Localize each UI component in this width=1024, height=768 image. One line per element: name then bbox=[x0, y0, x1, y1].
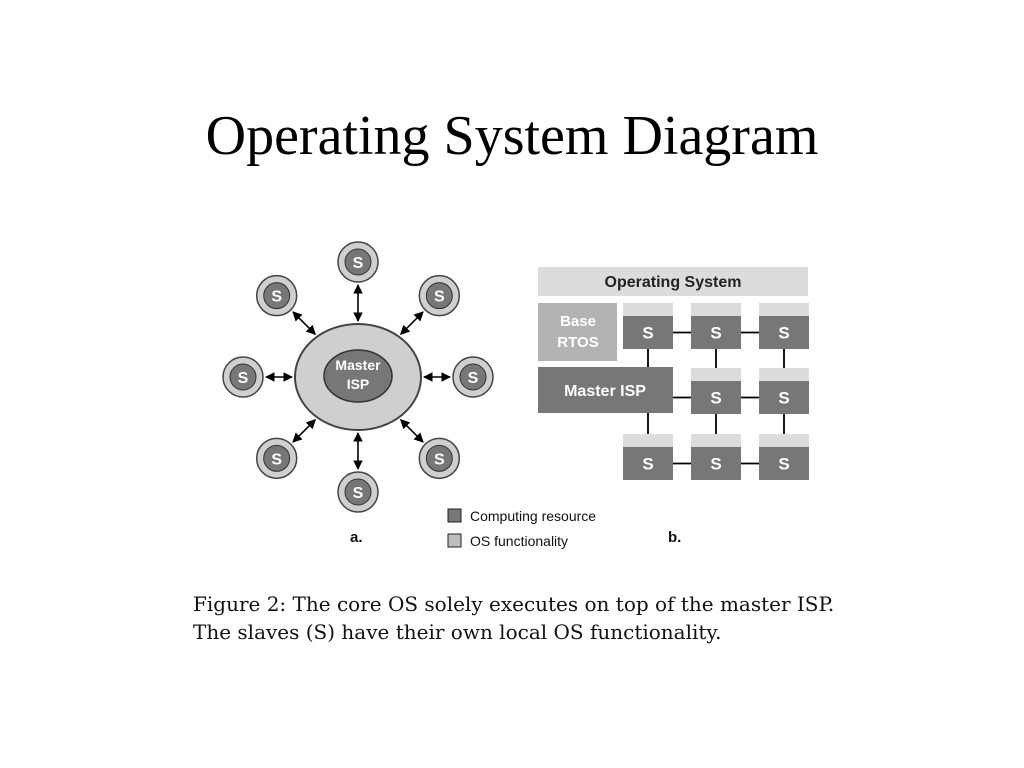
slave-tile: S bbox=[691, 368, 741, 414]
slave-compute-box bbox=[759, 381, 809, 414]
slave-arrow bbox=[399, 418, 424, 443]
slave-compute-box bbox=[623, 447, 673, 480]
os-band-label: Operating System bbox=[605, 274, 742, 291]
slave-label: S bbox=[434, 451, 445, 468]
legend: Computing resource OS functionality bbox=[447, 508, 596, 549]
master-label-line2: ISP bbox=[347, 376, 370, 392]
slave-tile-label: S bbox=[778, 324, 789, 343]
legend-swatch-os bbox=[447, 533, 462, 548]
slave-label: S bbox=[468, 370, 479, 387]
slave-os-band bbox=[623, 303, 673, 316]
slave-tile: S bbox=[623, 434, 673, 480]
slave-tile: S bbox=[691, 303, 741, 349]
slave-compute-box bbox=[623, 316, 673, 349]
slave-compute-box bbox=[691, 316, 741, 349]
figure-caption: Figure 2: The core OS solely executes on… bbox=[193, 592, 835, 644]
slide-title: Operating System Diagram bbox=[205, 105, 819, 167]
master-label-line1: Master bbox=[335, 357, 381, 373]
slave-tile-label: S bbox=[710, 324, 721, 343]
slave-compute-box bbox=[691, 447, 741, 480]
slave-os-band bbox=[623, 434, 673, 447]
slave-node: S bbox=[255, 274, 298, 317]
slave-label: S bbox=[271, 289, 282, 306]
slave-label: S bbox=[353, 485, 364, 502]
slave-node: S bbox=[452, 356, 494, 398]
slave-os-band bbox=[759, 368, 809, 381]
slave-label: S bbox=[271, 451, 282, 468]
slave-arrow bbox=[399, 311, 424, 336]
legend-computing-label: Computing resource bbox=[470, 508, 596, 524]
slave-node: S bbox=[337, 241, 379, 283]
legend-swatch-computing bbox=[447, 508, 462, 523]
slave-tile: S bbox=[623, 303, 673, 349]
slave-tile-label: S bbox=[710, 389, 721, 408]
base-rtos-line2: RTOS bbox=[557, 334, 598, 351]
slave-os-band bbox=[691, 434, 741, 447]
slave-inner-circle bbox=[263, 444, 291, 472]
slave-inner-circle bbox=[229, 363, 257, 391]
panel-a-arrows bbox=[265, 284, 451, 470]
slave-tile: S bbox=[759, 434, 809, 480]
slave-inner-circle bbox=[344, 478, 372, 506]
slave-tile-label: S bbox=[778, 389, 789, 408]
slave-label: S bbox=[353, 255, 364, 272]
slave-tile: S bbox=[691, 434, 741, 480]
slave-os-band bbox=[759, 434, 809, 447]
slave-tile-label: S bbox=[642, 324, 653, 343]
slave-arrow bbox=[292, 418, 317, 443]
panel-a: Master ISP S S S S S S S S a. bbox=[222, 241, 494, 546]
slave-inner-circle bbox=[459, 363, 487, 391]
slave-node: S bbox=[222, 356, 264, 398]
slave-inner-circle bbox=[344, 248, 372, 276]
panel-b-label: b. bbox=[668, 529, 681, 546]
slave-tile-label: S bbox=[642, 455, 653, 474]
slave-node: S bbox=[337, 471, 379, 513]
base-rtos-box bbox=[538, 303, 617, 361]
slave-compute-box bbox=[759, 447, 809, 480]
master-inner-ellipse bbox=[323, 349, 393, 403]
slave-node: S bbox=[255, 437, 298, 480]
slave-inner-circle bbox=[425, 444, 453, 472]
slave-node: S bbox=[418, 437, 461, 480]
slave-tile: S bbox=[759, 368, 809, 414]
slave-label: S bbox=[434, 289, 445, 306]
legend-os-label: OS functionality bbox=[470, 533, 568, 549]
slave-inner-circle bbox=[425, 282, 453, 310]
slave-compute-box bbox=[759, 316, 809, 349]
slave-node: S bbox=[418, 274, 461, 317]
base-rtos-line1: Base bbox=[560, 313, 596, 330]
slave-tile-label: S bbox=[778, 455, 789, 474]
slave-tile-label: S bbox=[710, 455, 721, 474]
slave-os-band bbox=[691, 303, 741, 316]
panel-b-slaves: S S S S S S S S bbox=[623, 303, 809, 480]
slave-compute-box bbox=[691, 381, 741, 414]
master-isp-label: Master ISP bbox=[564, 383, 646, 400]
panel-a-label: a. bbox=[350, 529, 363, 546]
os-band bbox=[538, 267, 808, 296]
slave-inner-circle bbox=[263, 282, 291, 310]
slave-tile: S bbox=[759, 303, 809, 349]
slave-label: S bbox=[238, 370, 249, 387]
panel-b-connectors bbox=[647, 331, 785, 465]
slave-os-band bbox=[759, 303, 809, 316]
master-isp-box bbox=[538, 367, 673, 413]
panel-a-slaves: S S S S S S S S bbox=[222, 241, 494, 513]
slave-os-band bbox=[691, 368, 741, 381]
slave-arrow bbox=[292, 311, 317, 336]
